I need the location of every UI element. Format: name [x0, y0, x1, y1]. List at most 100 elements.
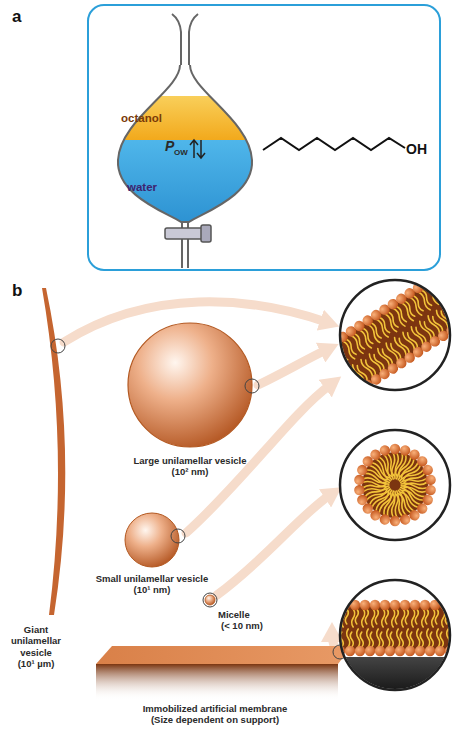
- lipid-tail: [335, 609, 338, 624]
- lipid-head: [335, 394, 349, 408]
- lipid-tail: [398, 337, 410, 354]
- lipid-tail: [365, 609, 368, 624]
- funnel-liquids: [110, 60, 260, 230]
- micelle-lipid: [378, 444, 398, 481]
- lipid-tail: [387, 311, 399, 328]
- lipid-head: [355, 646, 365, 656]
- magnifier-mark: [245, 379, 259, 393]
- octanol-layer: [110, 96, 260, 140]
- funnel-bulb: [118, 65, 252, 222]
- lipid-tail: [402, 609, 405, 627]
- lipid-tail: [317, 357, 331, 376]
- down-arrow: [197, 140, 205, 158]
- lipid-head: [421, 463, 435, 477]
- lipid-tail: [420, 632, 423, 647]
- micelle-lipid: [355, 463, 391, 487]
- hydroxyl-label: OH: [406, 142, 427, 156]
- lipid-tail: [370, 632, 373, 647]
- lipid-tail: [423, 321, 435, 338]
- partition-symbol: P: [165, 139, 174, 153]
- lipid-tail: [425, 609, 428, 624]
- lipid-tail: [395, 609, 398, 624]
- partition-subscript: OW: [174, 149, 188, 157]
- lipid-tail: [345, 338, 357, 355]
- zoom-circle: [340, 280, 450, 390]
- lipid-head: [420, 600, 430, 610]
- lipid-head: [425, 474, 437, 486]
- lipid-tail: [335, 375, 349, 394]
- lipid-head: [400, 600, 410, 610]
- lipid-tail: [326, 380, 340, 399]
- small-vesicle: [125, 513, 179, 567]
- lipid-tail: [377, 629, 380, 647]
- lipid-tail: [352, 609, 355, 627]
- model-caption: Giant unilamellar vesicle(10¹ µm): [2, 624, 70, 670]
- lipid-tail: [437, 279, 449, 296]
- lipid-tail: [401, 302, 415, 321]
- lipid-tail: [367, 324, 381, 343]
- lipid-head: [353, 474, 365, 486]
- lipid-head: [345, 646, 355, 656]
- lipid-tail: [455, 609, 456, 624]
- stopcock: [165, 228, 205, 239]
- slab-top: [96, 646, 352, 664]
- caption-name: Giant unilamellar vesicle: [2, 624, 70, 658]
- lipid-tail: [365, 486, 387, 498]
- magnifier-mark: [171, 529, 185, 543]
- caption-size: (10¹ nm): [82, 584, 222, 595]
- lipid-head: [352, 383, 366, 397]
- lipid-head: [385, 646, 395, 656]
- lipid-tail: [448, 305, 456, 322]
- lipid-head: [360, 600, 370, 610]
- slab-front: [96, 664, 338, 700]
- lipid-tail: [328, 349, 340, 366]
- lipid-head: [395, 646, 405, 656]
- zoom-arrow: [217, 495, 330, 595]
- octanol-structure: [263, 138, 405, 150]
- zoom-background: [340, 430, 450, 540]
- supported-core: [335, 605, 455, 651]
- lipid-tail: [373, 354, 385, 371]
- lipid-head: [330, 600, 340, 610]
- model-caption: Small unilamellar vesicle(10¹ nm): [82, 573, 222, 596]
- lipid-tail: [435, 609, 438, 624]
- lipid-tail: [440, 632, 443, 647]
- lipid-head: [435, 646, 445, 656]
- phase-label: water: [127, 182, 157, 194]
- zoom-arrow: [258, 350, 326, 385]
- lipid-tail: [350, 335, 364, 354]
- lipid-head: [370, 600, 380, 610]
- lipid-tail: [432, 609, 435, 627]
- lipid-tail: [430, 632, 433, 647]
- lipid-tail: [353, 333, 365, 350]
- panel-frame: [88, 5, 440, 270]
- giant-vesicle-arc: [42, 288, 65, 615]
- supported-group: [330, 600, 456, 697]
- lipid-tail: [452, 609, 455, 627]
- lipid-head: [425, 484, 437, 496]
- lipid-tail: [376, 319, 390, 338]
- lipid-tail: [370, 322, 382, 339]
- lipid-tail: [407, 629, 410, 647]
- lipid-tail: [409, 297, 423, 316]
- lipid-head: [455, 646, 456, 656]
- zoom-arrows: [64, 302, 336, 652]
- magnifier-marks: [51, 339, 347, 659]
- lipid-tail: [362, 609, 365, 627]
- lipid-tail: [427, 629, 430, 647]
- panel-letter: b: [12, 282, 22, 299]
- lipid-tail: [384, 313, 398, 332]
- lipid-tail: [320, 355, 332, 372]
- lipid-tail: [422, 609, 425, 627]
- lipid-tail: [405, 609, 408, 624]
- lipid-head: [425, 646, 435, 656]
- lipid-head: [302, 351, 316, 365]
- model-caption: Large unilamellar vesicle(10² nm): [120, 455, 260, 478]
- lipid-head: [436, 264, 450, 278]
- caption-size: (10² nm): [120, 466, 260, 477]
- lipid-tail: [364, 359, 376, 376]
- lipid-tail: [331, 381, 343, 398]
- panel-letter: a: [12, 8, 21, 25]
- lipid-tail: [379, 317, 391, 334]
